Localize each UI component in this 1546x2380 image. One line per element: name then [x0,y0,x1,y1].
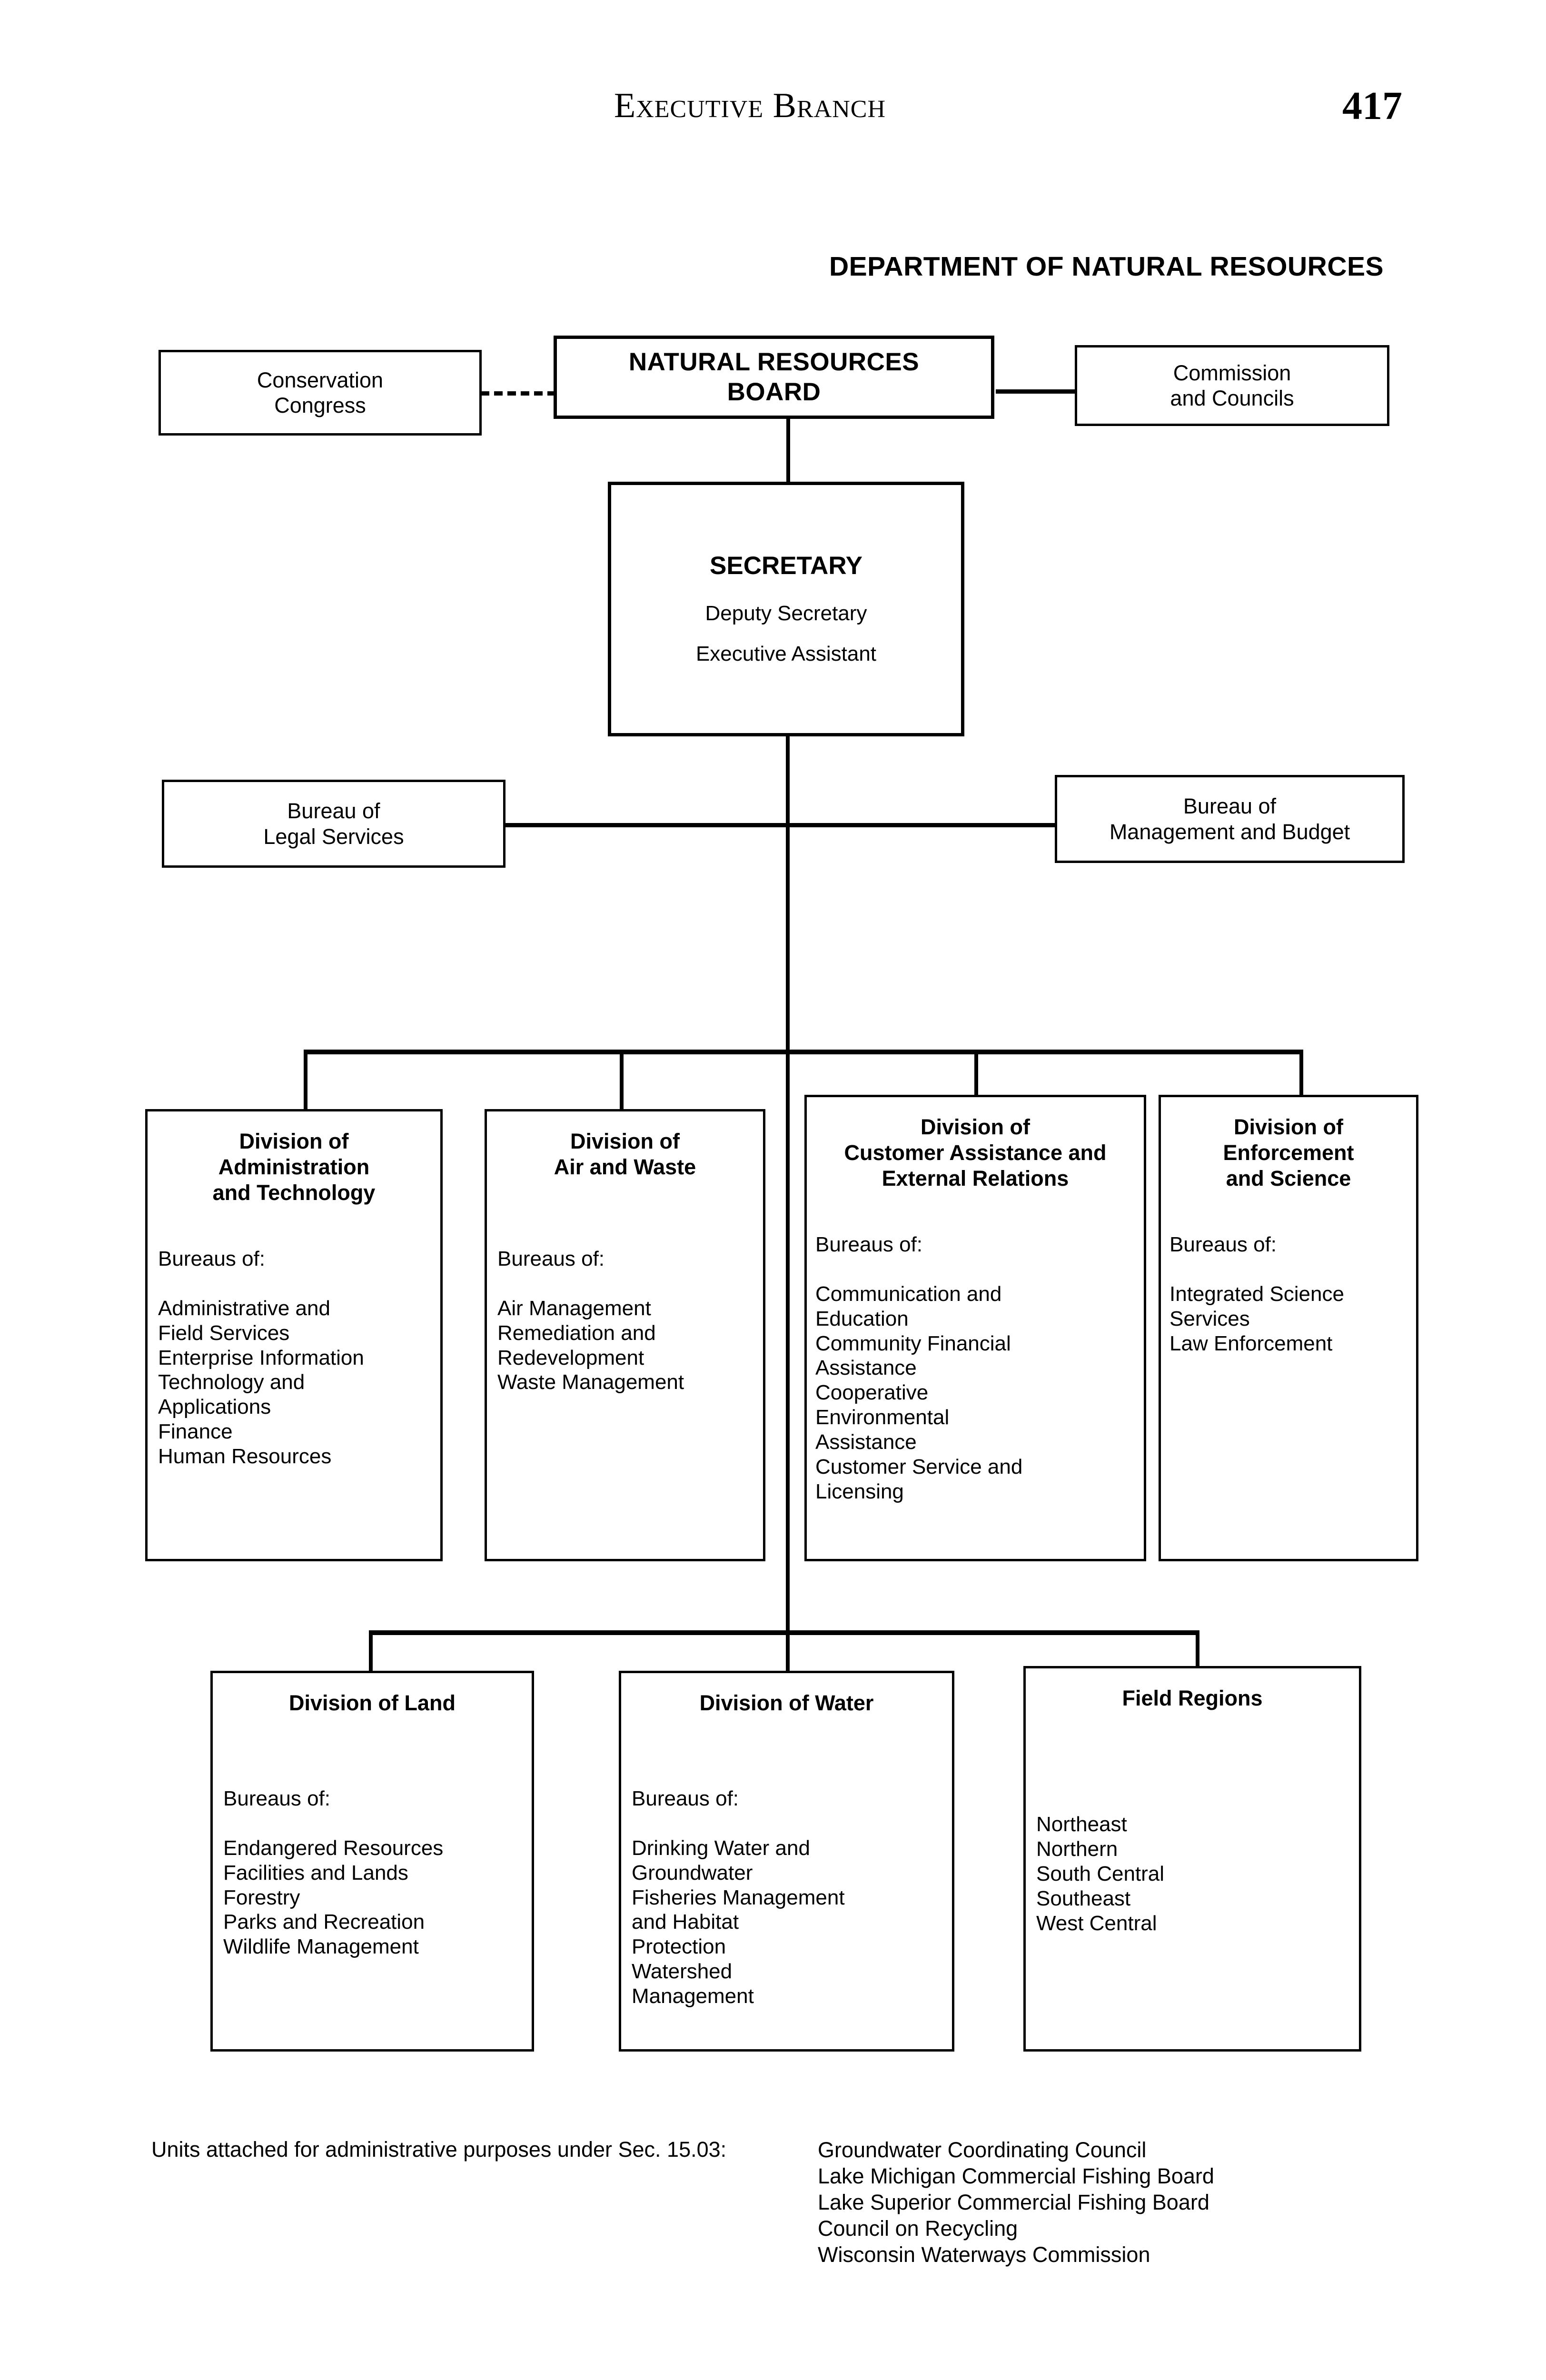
bottom-drop-field-regions [1196,1630,1199,1673]
box-commission-and-councils[interactable]: Commission and Councils [1075,345,1389,426]
running-head: Executive Branch 417 [0,84,1546,138]
division-title: Division of Enforcement and Science [1223,1115,1354,1190]
box-conservation-congress[interactable]: Conservation Congress [159,350,482,436]
secretary-title: SECRETARY [710,552,862,580]
box-bureau-management-budget[interactable]: Bureau of Management and Budget [1055,775,1405,863]
box-secretary[interactable]: SECRETARY Deputy Secretary Executive Ass… [608,482,964,736]
bottom-unit-list-items: Northeast Northern South Central Southea… [1036,1812,1165,1935]
division-title: Division of Administration and Technolog… [212,1129,376,1205]
main-spine [786,736,790,1705]
box-division-customer-assistance-and-external-relations[interactable]: Division of Customer Assistance and Exte… [804,1095,1146,1561]
division-drop-1 [304,1050,307,1111]
box-division-air-and-waste[interactable]: Division of Air and Waste Bureaus of: Ai… [485,1109,765,1561]
footnote-items: Groundwater Coordinating Council Lake Mi… [818,2138,1214,2267]
commission-councils-title: Commission and Councils [1170,360,1294,410]
box-division-of-land[interactable]: Division of Land Bureaus of: Endangered … [210,1671,534,2052]
connector-board-to-commission [996,389,1076,394]
division-list-header: Bureaus of: [158,1247,266,1270]
connector-bureaus-horizontal [505,823,1055,827]
bureau-legal-services-title: Bureau of Legal Services [263,799,404,849]
box-division-of-water[interactable]: Division of Water Bureaus of: Drinking W… [619,1671,954,2052]
bottom-unit-list-items: Endangered Resources Facilities and Land… [223,1836,444,1959]
bottom-drop-land [369,1630,373,1686]
division-title: Division of Customer Assistance and Exte… [844,1115,1107,1190]
bottom-distribution-bar [369,1630,1199,1635]
executive-assistant-label: Executive Assistant [695,642,877,665]
division-distribution-bar [304,1050,1303,1054]
bottom-unit-list-header: Bureaus of: [632,1786,739,1810]
deputy-secretary-label: Deputy Secretary [705,601,867,625]
conservation-congress-title: Conservation Congress [257,367,384,417]
board-title: NATURAL RESOURCES BOARD [628,347,920,406]
box-field-regions[interactable]: Field Regions Northeast Northern South C… [1023,1666,1361,2052]
department-title: DEPARTMENT OF NATURAL RESOURCES [829,251,1384,282]
division-list-items: Integrated Science Services Law Enforcem… [1169,1282,1344,1355]
division-list-items: Communication and Education Community Fi… [815,1282,1023,1503]
division-list-header: Bureaus of: [497,1247,605,1270]
division-drop-4 [1299,1050,1303,1097]
bureau-management-budget-title: Bureau of Management and Budget [1109,794,1350,844]
bottom-unit-title: Field Regions [1122,1686,1263,1710]
bottom-unit-title: Division of Water [699,1691,874,1715]
running-head-title: Executive Branch [614,86,886,125]
box-natural-resources-board[interactable]: NATURAL RESOURCES BOARD [554,336,994,419]
connector-congress-to-board [481,391,556,396]
box-division-enforcement-and-science[interactable]: Division of Enforcement and Science Bure… [1159,1095,1418,1561]
footnote-label: Units attached for administrative purpos… [151,2137,727,2162]
page-number: 417 [1342,84,1402,128]
connector-board-to-secretary [786,418,790,485]
division-list-items: Administrative and Field Services Enterp… [158,1296,364,1468]
division-drop-2 [620,1050,624,1111]
bottom-unit-title: Division of Land [288,1691,456,1715]
division-drop-3 [974,1050,978,1097]
division-list-header: Bureaus of: [1169,1232,1277,1256]
division-list-header: Bureaus of: [815,1232,923,1256]
division-title: Division of Air and Waste [554,1129,696,1179]
division-list-items: Air Management Remediation and Redevelop… [497,1296,684,1394]
box-bureau-legal-services[interactable]: Bureau of Legal Services [162,780,505,868]
bottom-unit-list-items: Drinking Water and Groundwater Fisheries… [632,1836,845,2008]
box-division-administration-and-technology[interactable]: Division of Administration and Technolog… [145,1109,443,1561]
bottom-unit-list-header: Bureaus of: [223,1786,331,1810]
